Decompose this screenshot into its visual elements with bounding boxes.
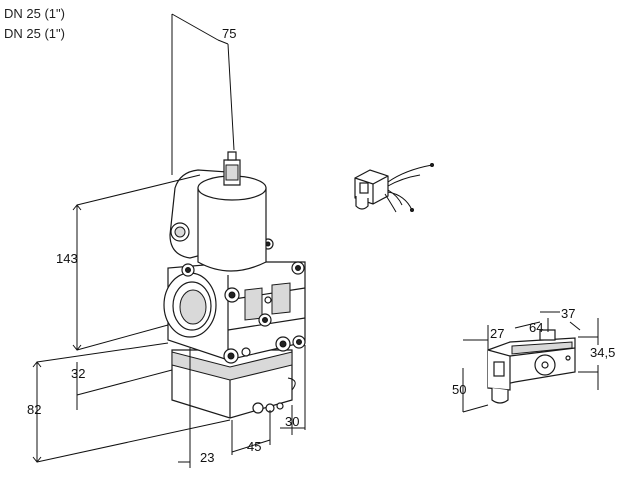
cable-connector-drawing — [354, 163, 434, 213]
dim-32: 32 — [71, 366, 85, 381]
dim-75: 75 — [222, 26, 236, 41]
bolt-heads — [181, 238, 306, 364]
main-dimension-lines — [32, 13, 306, 468]
title-line-1: DN 25 (1") — [4, 6, 65, 21]
dimension-labels: 75 143 32 82 23 45 30 27 64 37 34,5 50 — [27, 26, 615, 465]
dim-82: 82 — [27, 402, 41, 417]
dim-37: 37 — [561, 306, 575, 321]
dim-34-5: 34,5 — [590, 345, 615, 360]
gas-valve-assembly — [163, 151, 306, 419]
solenoid-detail-drawing — [462, 311, 599, 413]
dim-30: 30 — [285, 414, 299, 429]
dim-45: 45 — [247, 439, 261, 454]
dim-27: 27 — [490, 326, 504, 341]
title-line-2: DN 25 (1") — [4, 26, 65, 41]
dim-64: 64 — [529, 320, 543, 335]
dim-143: 143 — [56, 251, 78, 266]
dim-23: 23 — [200, 450, 214, 465]
dim-50: 50 — [452, 382, 466, 397]
